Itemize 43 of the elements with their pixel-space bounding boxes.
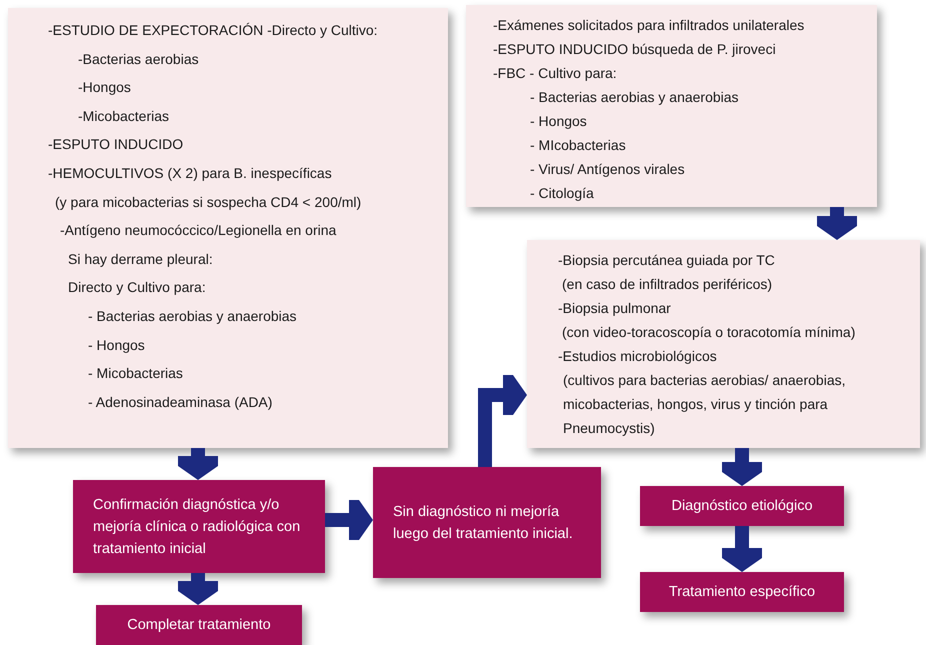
list-text: (en caso de infiltrados periféricos) (562, 275, 772, 294)
list-panel (8, 8, 448, 448)
list-panel (527, 240, 920, 448)
step-text: Confirmación diagnóstica y/o mejoría clínica o radiológica con tratamiento inicial (93, 496, 302, 558)
list-text: - Bacterias aerobias y anaerobias (88, 306, 297, 326)
step-box (373, 467, 601, 578)
list-text: -FBC - Cultivo para: (493, 64, 617, 83)
step-box (640, 486, 844, 526)
list-text: - Virus/ Antígenos virales (530, 160, 685, 179)
list-text: -Exámenes solicitados para infiltrados unilaterales (493, 16, 804, 35)
list-text: -Hongos (78, 78, 131, 98)
step-box (96, 605, 302, 645)
step-text: Tratamiento específico (668, 583, 816, 602)
list-text: -Antígeno neumocóccico/Legionella en orina (60, 221, 336, 240)
step-box (73, 480, 325, 573)
list-panel (466, 5, 877, 207)
list-text: Si hay derrame pleural: (68, 250, 213, 269)
list-text: (con video-toracoscopía o toracotomía mínima) (562, 323, 856, 342)
list-text: -ESPUTO INDUCIDO (48, 135, 184, 154)
list-text: -Bacterias aerobias (78, 50, 199, 69)
list-text: (y para micobacterias si sospecha CD4 < 200/ml) (55, 192, 362, 212)
list-text: -Micobacterias (78, 106, 170, 126)
list-text: -ESTUDIO DE EXPECTORACIÓN -Directo y Cultivo: (48, 21, 378, 40)
list-text: - MIcobacterias (530, 136, 626, 155)
list-text: (cultivos para bacterias aerobias/ anaerobias, (563, 371, 846, 390)
list-text: -HEMOCULTIVOS (X 2) para B. inespecíficas (48, 164, 332, 183)
step-box (640, 572, 844, 612)
list-text: Pneumocystis) (563, 419, 655, 438)
step-text: Diagnóstico etiológico (671, 497, 813, 516)
list-text: - Bacterias aerobias y anaerobias (530, 88, 739, 107)
step-text: Sin diagnóstico ni mejoría luego del tratamiento inicial. (393, 502, 574, 544)
list-text: - Adenosinadeaminasa (ADA) (88, 392, 272, 412)
list-text: - Citología (530, 184, 594, 203)
list-text: -Biopsia percutánea guiada por TC (558, 251, 775, 270)
list-text: -ESPUTO INDUCIDO búsqueda de P. jiroveci (493, 40, 776, 59)
list-text: -Estudios microbiológicos (558, 347, 717, 366)
list-text: Directo y Cultivo para: (68, 278, 206, 298)
step-text: Completar tratamiento (127, 616, 271, 635)
list-text: -Biopsia pulmonar (558, 299, 671, 318)
list-text: micobacterias, hongos, virus y tinción para (563, 395, 828, 414)
list-text: - Hongos (530, 112, 587, 131)
list-text: - Hongos (88, 336, 145, 355)
list-text: - Micobacterias (88, 364, 183, 384)
